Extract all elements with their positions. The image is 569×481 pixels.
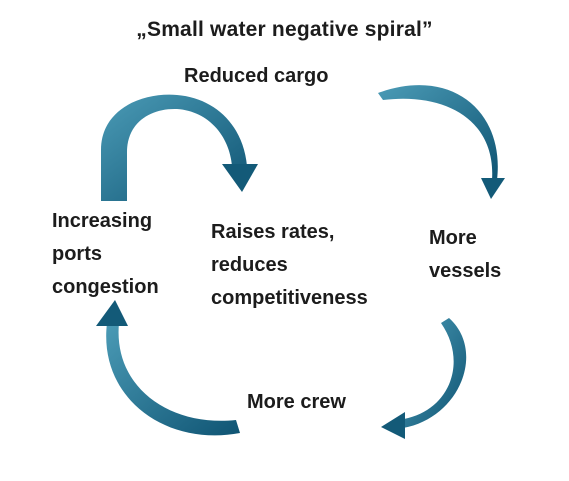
node-center-effect: Raises rates, reduces competitiveness [211,216,368,315]
node-center-effect-line-2: reduces [211,254,288,276]
arrow-ports-to-center [101,94,258,201]
arrow-crew-to-ports [96,300,240,436]
node-more-crew: More crew [247,386,346,419]
node-ports-congestion-line-2: ports [52,243,102,265]
diagram-title: „Small water negative spiral” [136,18,433,41]
node-reduced-cargo-line-1: Reduced cargo [184,65,329,87]
node-center-effect-line-3: competitiveness [211,287,368,309]
node-ports-congestion-line-1: Increasing [52,210,153,232]
node-ports-congestion-line-3: congestion [52,276,159,298]
node-more-vessels-line-2: vessels [429,260,502,282]
node-ports-congestion: Increasing ports congestion [52,205,159,304]
node-more-vessels-line-1: More [429,227,477,249]
node-more-vessels: More vessels [429,222,501,288]
arrow-vessels-to-crew [381,318,467,439]
arrow-cargo-to-vessels [378,85,505,199]
node-more-crew-line-1: More crew [247,391,346,413]
node-reduced-cargo: Reduced cargo [184,60,328,93]
node-center-effect-line-1: Raises rates, [211,221,335,243]
